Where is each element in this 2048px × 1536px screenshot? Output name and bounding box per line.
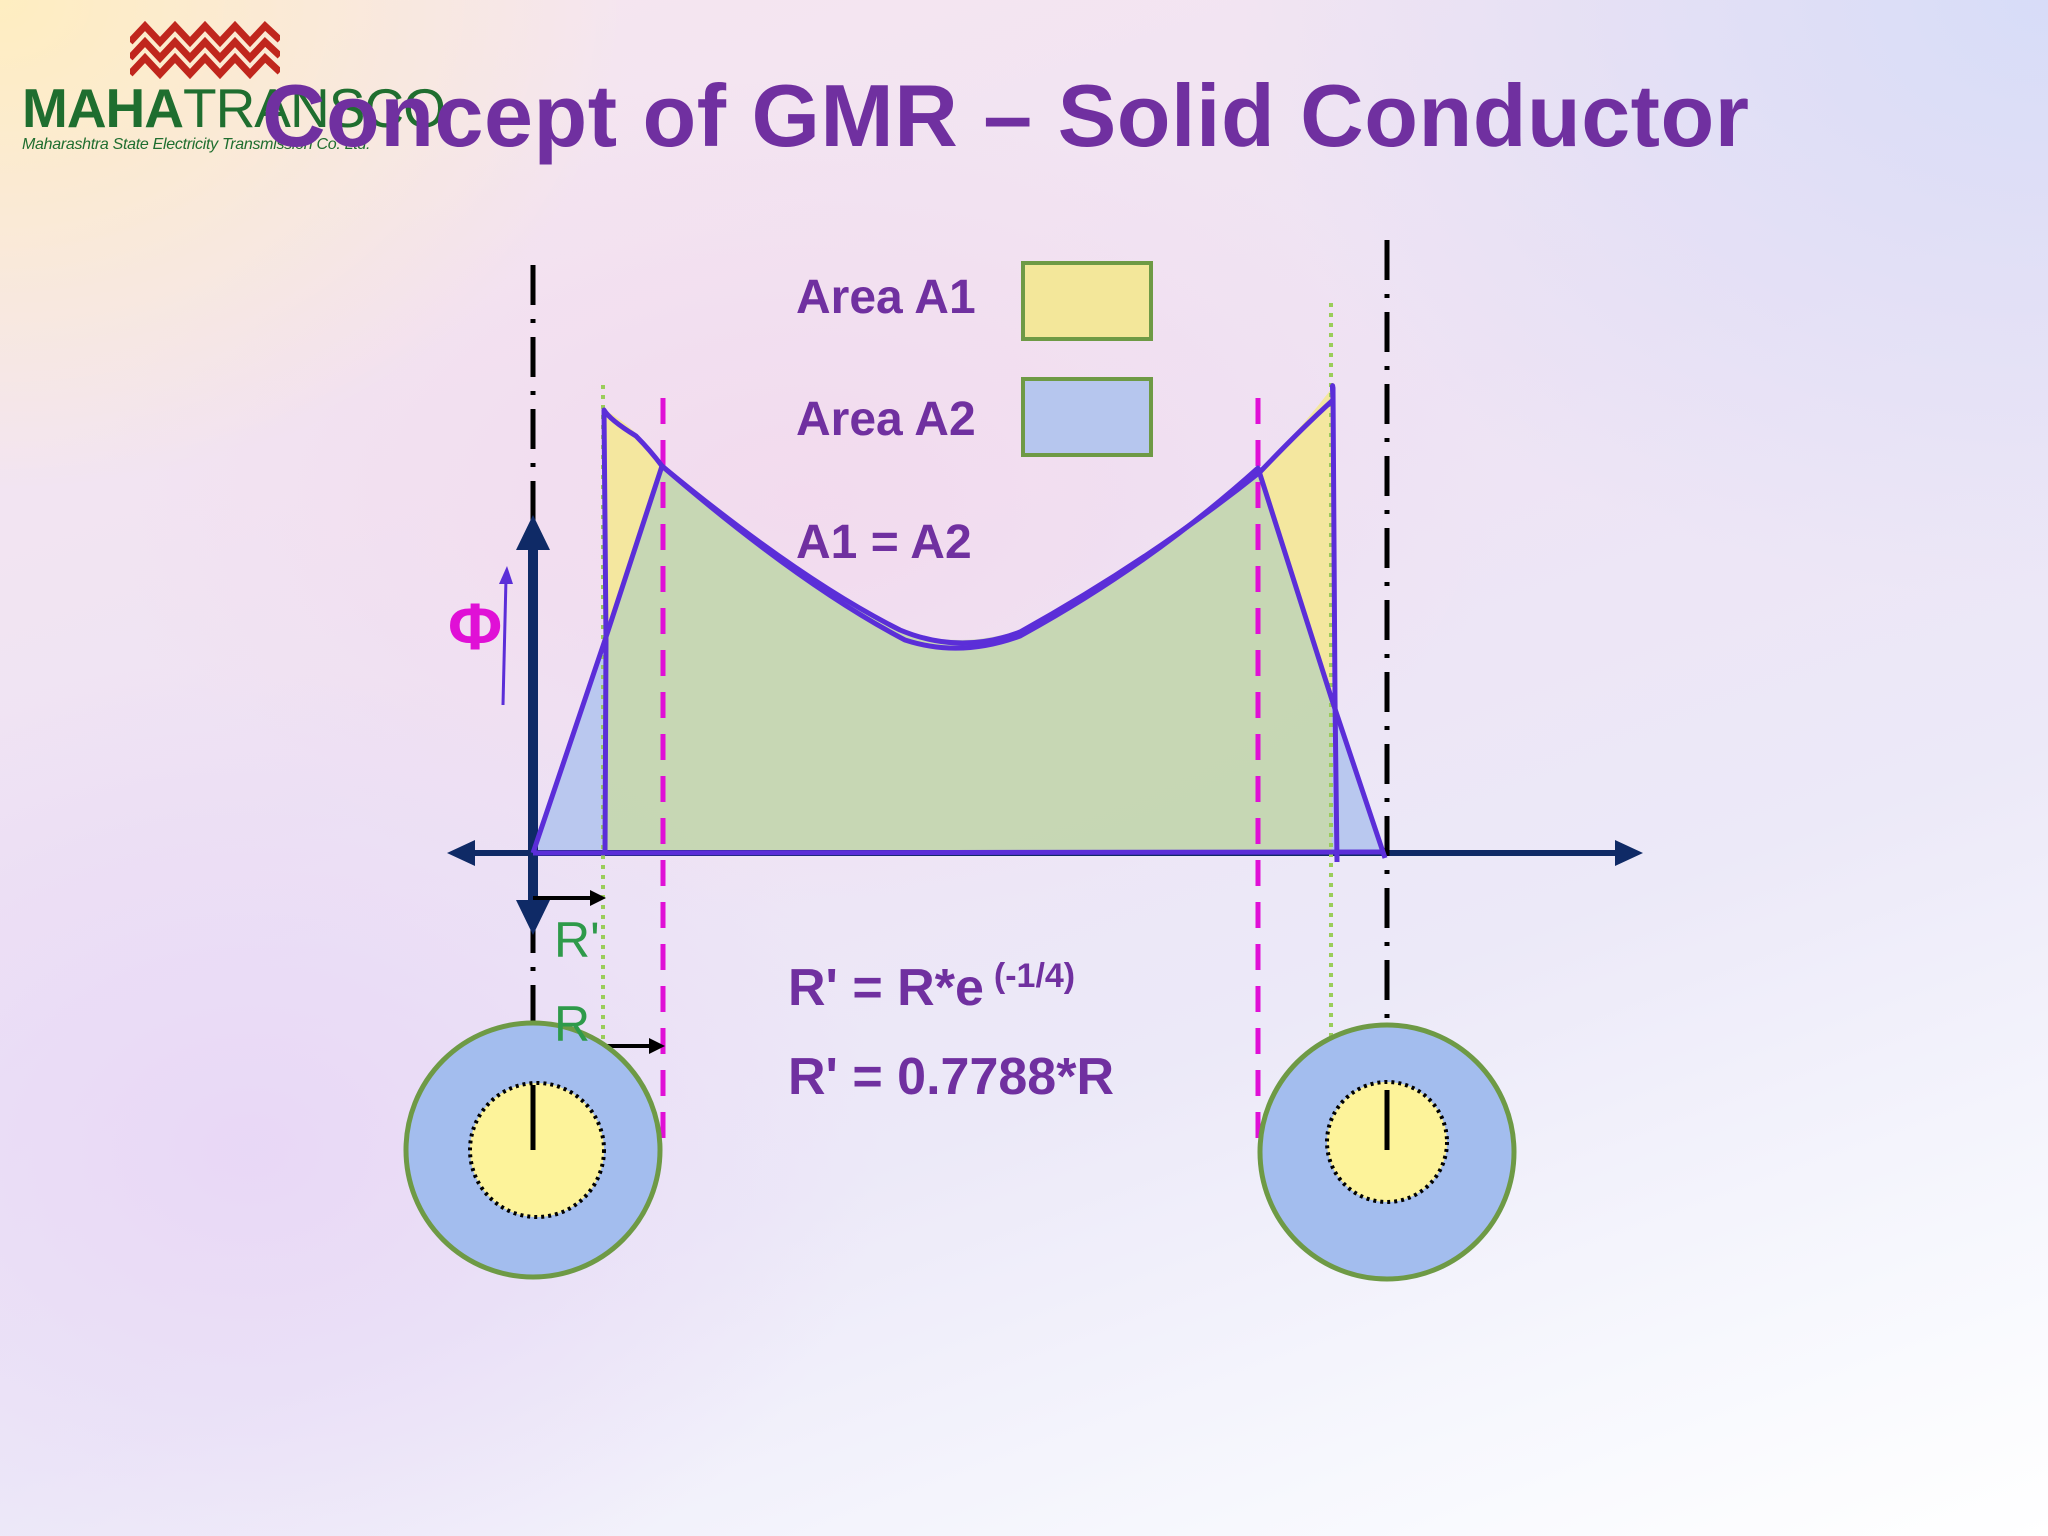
logo-wordmark: MAHATRANSCO <box>22 77 446 139</box>
flux-curve-secondary <box>530 463 1388 859</box>
legend-equality: A1 = A2 <box>796 516 972 569</box>
slide-title: Concept of GMR – Solid Conductor <box>262 66 1750 165</box>
phi-thin-arrow-head-icon <box>499 566 513 584</box>
logo-wave-icon <box>130 20 280 80</box>
flux-symbol: Φ <box>448 589 503 663</box>
legend-swatch-a2 <box>1021 377 1153 457</box>
phi-thin-arrow <box>501 577 508 706</box>
formula-line-1-exponent: (-1/4) <box>993 957 1076 995</box>
r-prime-arrow-head-icon <box>590 890 606 906</box>
logo-brand-light: TRANSCO <box>182 77 446 139</box>
left-conductor-core <box>468 1081 606 1219</box>
formula-line-2: R' = 0.7788*R <box>788 1048 1115 1106</box>
flux-curve <box>601 383 1340 863</box>
logo-subtitle: Maharashtra State Electricity Transmissi… <box>22 136 371 153</box>
legend-swatch-a1 <box>1021 261 1153 341</box>
r-arrow-head-icon <box>649 1038 665 1054</box>
logo-brand-bold: MAHA <box>22 77 184 139</box>
formula-line-1: R' = R*e(-1/4) <box>788 957 1075 1025</box>
company-logo: MAHATRANSCO Maharashtra State Electricit… <box>20 12 446 153</box>
flux-down-arrow-icon <box>516 900 550 935</box>
x-axis-left-arrow-icon <box>447 840 475 866</box>
legend-label-a2: Area A2 <box>796 393 976 446</box>
x-axis-right-arrow-icon <box>1615 840 1643 866</box>
formula-line-1-base: R' = R*e <box>788 959 984 1017</box>
r-label: R <box>554 996 591 1052</box>
flux-up-arrow-icon <box>516 515 550 550</box>
legend-label-a1: Area A1 <box>796 271 976 324</box>
r-prime-label: R' <box>554 912 600 968</box>
flux-baseline <box>532 849 1386 856</box>
